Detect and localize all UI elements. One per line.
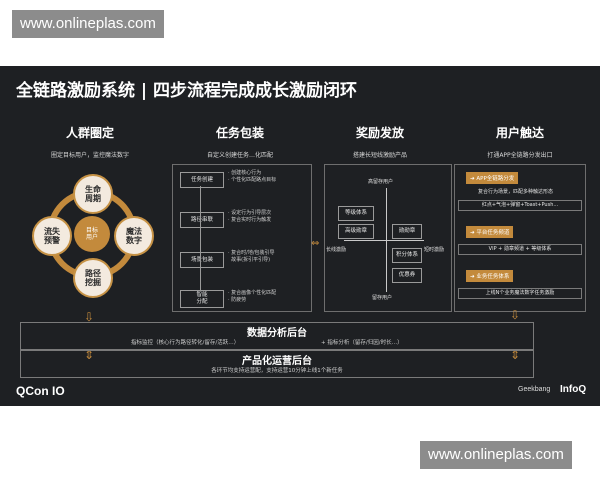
watermark-top: www.onlineplas.com	[12, 10, 164, 38]
task-note-2: · 设定行为引导层次 · 复合实时行为触发	[228, 210, 272, 223]
task-panel	[172, 164, 312, 312]
qcon-edition: IO	[52, 384, 65, 398]
arrow-updown-icon: ⇕	[510, 348, 521, 362]
col-sub-task: 自定义创建任务…化匹配	[206, 152, 273, 159]
watermark-bottom: www.onlineplas.com	[420, 441, 572, 469]
arrow-down-icon: ⇩	[84, 310, 95, 324]
reach-strip-app: 红点+气泡+弹窗+Toast+Push...	[458, 200, 582, 211]
task-note-4: · 复合画像个性化匹配 · 防疲劳	[228, 290, 277, 303]
node-churn-alert: 流失 预警	[32, 216, 72, 256]
reach-chip-app: ➜ APP全链路分发	[466, 172, 519, 184]
task-note-3: · 复合时/地/包装引导 故事(拆引平引导)	[228, 250, 275, 263]
task-step-assign: 智能 分配	[180, 290, 224, 308]
ops-text: 各环节均支持运营配，支持运营10分钟上线1个新任务	[211, 368, 343, 374]
reward-senior-medal: 高级勋章	[338, 224, 374, 239]
reward-coupon: 优惠券	[392, 268, 422, 283]
arrow-down-icon: ⇩	[510, 308, 521, 322]
task-step-chain: 路径串联	[180, 212, 224, 228]
col-sub-reward: 搭建长短线激励产品	[352, 152, 407, 159]
analytics-right-text: + 指标分析（留存/归因/时长…）	[321, 340, 403, 346]
node-lifecycle: 生命 周期	[73, 174, 113, 214]
reward-right-label: 短时激励	[424, 247, 445, 253]
task-note-1: · 创建核心行为 · 个性化匹配路点目标	[228, 170, 277, 183]
reward-level-system: 等级体系	[338, 206, 374, 221]
reach-chip-business-label: 业务任务体系	[476, 274, 510, 280]
infoq-logo: InfoQ	[560, 384, 587, 395]
ops-title: 产品化运营后台	[242, 356, 312, 367]
analytics-left-text: 指标监控（核心行为路径转化/留存/活跃…）	[131, 340, 240, 346]
reach-strip-business: 上线N个业务魔法数字任务激励	[458, 288, 582, 299]
reward-h-axis	[344, 240, 424, 241]
col-head-reach: 用户触达	[495, 126, 544, 140]
ops-bar: 产品化运营后台 各环节均支持运营配，支持运营10分钟上线1个新任务	[20, 350, 534, 378]
reach-desc-app: 复合行为场景，匹配多种触达形态	[478, 189, 554, 195]
node-magic-number: 魔法 数字	[114, 216, 154, 256]
arrow-right-icon: ➜	[470, 230, 477, 236]
reward-medal: 勋勋章	[392, 224, 422, 239]
arrow-task-reward-icon: ⇔	[311, 238, 320, 249]
task-step-package: 场景包装	[180, 252, 224, 268]
task-step-create: 任务创建	[180, 172, 224, 188]
reward-top-label: 高留存用户	[368, 179, 394, 185]
task-flow-line	[200, 186, 201, 290]
reach-panel	[454, 164, 586, 312]
col-head-reward: 奖励发放	[355, 126, 404, 140]
reward-panel	[324, 164, 452, 312]
node-path-mining: 路径 挖掘	[73, 258, 113, 298]
reach-strip-platform: VIP + 勋章频道 + 等级体系	[458, 244, 582, 255]
arrow-right-icon: ➜	[470, 176, 477, 182]
qcon-logo: QCon IO	[16, 384, 65, 398]
col-sub-crowd: 圈定目标用户，监控魔法数字	[50, 152, 129, 159]
analytics-bar: 数据分析后台 指标监控（核心行为路径转化/留存/活跃…） + 指标分析（留存/归…	[20, 322, 534, 350]
geekbang-logo: Geekbang	[518, 386, 551, 393]
slide: 全链路激励系统 | 四步流程完成成长激励闭环 人群圈定 任务包装 奖励发放 用户…	[0, 66, 600, 406]
reward-left-label: 长线激励	[326, 247, 347, 253]
reward-points: 积分体系	[392, 248, 422, 263]
qcon-brand: QCon	[16, 384, 49, 398]
arrow-updown-icon: ⇕	[84, 348, 95, 362]
reach-chip-business: ➜ 业务任务体系	[466, 270, 514, 282]
reach-chip-platform: ➜ 平台任务频道	[466, 226, 514, 238]
col-head-crowd: 人群圈定	[65, 126, 114, 140]
reach-chip-platform-label: 平台任务频道	[476, 230, 510, 236]
arrow-right-icon: ➜	[470, 274, 477, 280]
reach-chip-app-label: APP全链路分发	[476, 176, 515, 182]
col-sub-reach: 打通APP全链路分发出口	[487, 152, 553, 159]
slide-title: 全链路激励系统 | 四步流程完成成长激励闭环	[16, 81, 358, 101]
crowd-hub: 目标 用户	[74, 216, 110, 252]
reward-bottom-label: 留存用户	[372, 295, 393, 301]
analytics-title: 数据分析后台	[247, 328, 307, 339]
col-head-task: 任务包装	[215, 126, 264, 140]
